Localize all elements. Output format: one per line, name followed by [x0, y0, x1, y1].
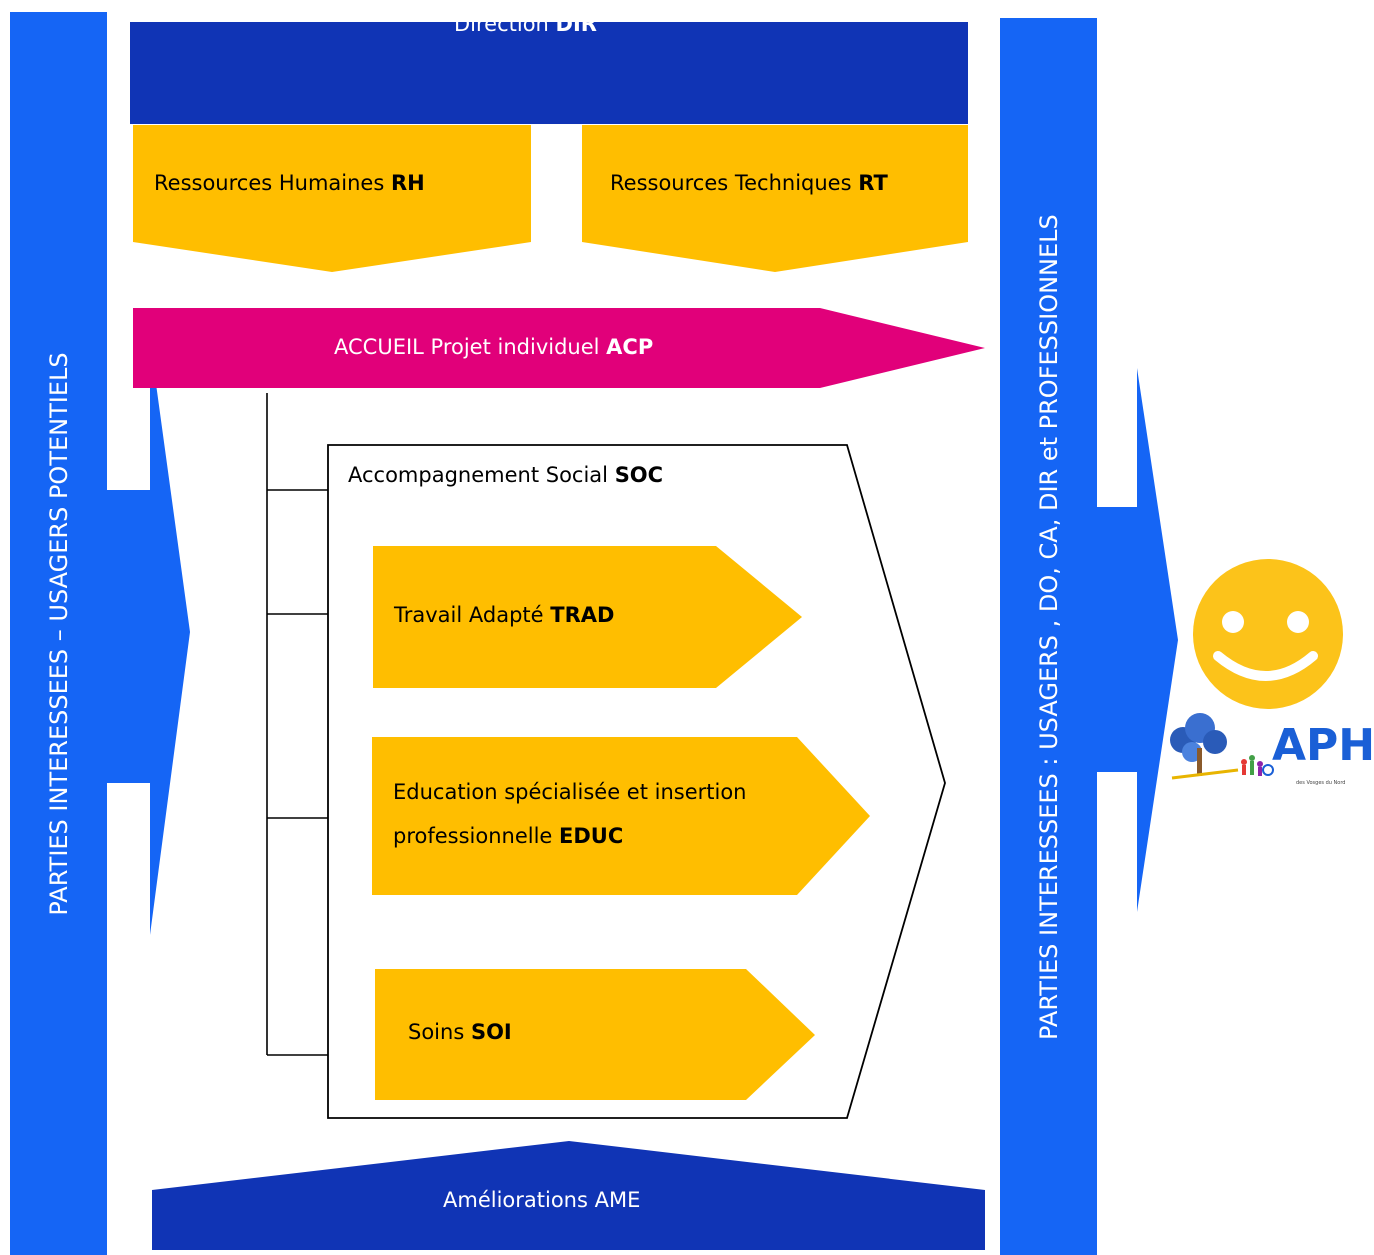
left-band-label: PARTIES INTERESSEES – USAGERS POTENTIELS	[45, 352, 73, 916]
rh-label: Ressources Humaines RH	[154, 171, 425, 195]
acp-shape	[133, 308, 985, 388]
rt-label-text: Ressources Techniques	[610, 171, 859, 195]
left-stakeholder-band	[10, 12, 190, 1255]
soc-code: SOC	[614, 463, 664, 487]
rt-shape	[582, 125, 968, 272]
rt-label: Ressources Techniques RT	[610, 171, 888, 195]
trad-label-text: Travail Adapté	[394, 603, 551, 627]
soi-label-text: Soins	[408, 1020, 471, 1044]
educ-code: EDUC	[559, 824, 624, 848]
rh-shape	[133, 125, 531, 272]
direction-label: Direction DIR	[454, 12, 597, 36]
ame-shape	[152, 1141, 985, 1250]
educ-label-line1: Education spécialisée et insertion	[393, 780, 747, 804]
aph-logo-graphic	[1170, 713, 1274, 780]
educ-shape	[372, 737, 870, 895]
aph-logo-text: APH	[1272, 720, 1374, 771]
soi-shape	[375, 969, 815, 1100]
acp-label-text: ACCUEIL Projet individuel	[334, 335, 607, 359]
soc-label: Accompagnement Social SOC	[348, 463, 663, 487]
aph-logo-tagline: des Vosges du Nord	[1296, 780, 1346, 786]
educ-label-text: professionnelle	[393, 824, 560, 848]
educ-label-line2: professionnelle EDUC	[393, 824, 623, 848]
smiley-icon	[1193, 559, 1343, 709]
trad-shape	[373, 546, 802, 688]
trad-label: Travail Adapté TRAD	[394, 603, 614, 627]
rh-code: RH	[390, 171, 425, 195]
soc-label-text: Accompagnement Social	[348, 463, 615, 487]
soi-code: SOI	[470, 1020, 512, 1044]
rh-label-text: Ressources Humaines	[154, 171, 391, 195]
acp-code: ACP	[606, 335, 654, 359]
trad-code: TRAD	[550, 603, 615, 627]
direction-box	[130, 22, 968, 124]
right-stakeholder-band	[1000, 18, 1178, 1255]
soi-label: Soins SOI	[408, 1020, 512, 1044]
rt-code: RT	[858, 171, 888, 195]
ame-label: Améliorations AME	[443, 1188, 641, 1212]
acp-label: ACCUEIL Projet individuel ACP	[334, 335, 653, 359]
direction-label-text: Direction	[454, 12, 556, 36]
direction-code: DIR	[555, 12, 597, 36]
right-band-label: PARTIES INTERESSEES : USAGERS , DO, CA, …	[1035, 214, 1063, 1040]
